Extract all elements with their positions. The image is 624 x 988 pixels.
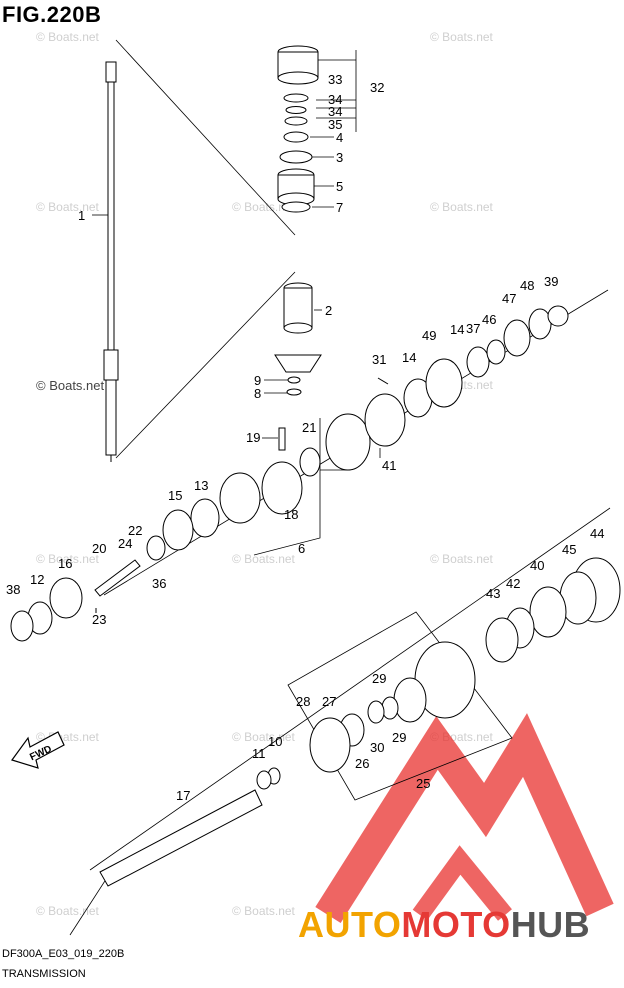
callout-23: 23 — [92, 612, 106, 627]
watermark: © Boats.net — [430, 552, 493, 566]
automotohub-logo: AUTOMOTOHUB — [298, 904, 590, 946]
figure-name: TRANSMISSION — [2, 968, 86, 980]
callout-8: 8 — [254, 386, 261, 401]
group-outlines — [69, 39, 611, 936]
callout-46: 46 — [482, 312, 496, 327]
callout-22: 22 — [128, 523, 142, 538]
callout-29b: 29 — [392, 730, 406, 745]
callout-15: 15 — [168, 488, 182, 503]
callout-12: 12 — [30, 572, 44, 587]
callout-39: 39 — [544, 274, 558, 289]
callout-47: 47 — [502, 291, 516, 306]
callout-35: 35 — [328, 117, 342, 132]
fwd-arrow-icon: FWD — [11, 731, 65, 769]
watermark: © Boats.net — [430, 200, 493, 214]
figure-code: DF300A_E03_019_220B — [2, 948, 125, 960]
callout-19: 19 — [246, 430, 260, 445]
callout-37: 37 — [466, 321, 480, 336]
callout-11: 11 — [252, 746, 266, 761]
callout-42: 42 — [506, 576, 520, 591]
callout-30: 30 — [370, 740, 384, 755]
callout-27: 27 — [322, 694, 336, 709]
callout-9: 9 — [254, 373, 261, 388]
watermark: © Boats.net — [232, 904, 295, 918]
callout-4: 4 — [336, 130, 343, 145]
callout-16: 16 — [58, 556, 72, 571]
logo-part-auto: AUTO — [298, 904, 402, 945]
watermark: © Boats.net — [36, 378, 105, 393]
sleeve-and-pinion-parts — [274, 282, 322, 396]
callout-13: 13 — [194, 478, 208, 493]
callout-32: 32 — [370, 80, 384, 95]
callout-40: 40 — [530, 558, 544, 573]
callout-14b: 14 — [450, 322, 464, 337]
watermark: © Boats.net — [232, 730, 295, 744]
watermark: © Boats.net — [232, 552, 295, 566]
callout-45: 45 — [562, 542, 576, 557]
reverse-gear-train-parts — [99, 557, 621, 887]
logo-triangle-mark — [315, 713, 614, 924]
watermark: © Boats.net — [36, 552, 99, 566]
callout-36: 36 — [152, 576, 166, 591]
watermark: © Boats.net — [430, 30, 493, 44]
callout-6: 6 — [298, 541, 305, 556]
watermark: © Boats.net — [36, 200, 99, 214]
callout-28: 28 — [296, 694, 310, 709]
callout-43: 43 — [486, 586, 500, 601]
watermark: © Boats.net — [232, 200, 295, 214]
forward-gear-train-parts — [10, 305, 569, 642]
figure-title: FIG.220B — [2, 2, 102, 27]
logo-part-hub: HUB — [510, 904, 591, 945]
callout-1: 1 — [78, 208, 85, 223]
callout-34a: 34 — [328, 92, 342, 107]
callout-33: 33 — [328, 72, 342, 87]
callout-21: 21 — [302, 420, 316, 435]
callout-41: 41 — [382, 458, 396, 473]
callout-14a: 14 — [402, 350, 416, 365]
callout-25: 25 — [416, 776, 430, 791]
callout-18: 18 — [284, 507, 298, 522]
callout-34b: 34 — [328, 104, 342, 119]
callout-10: 10 — [268, 734, 282, 749]
callout-3: 3 — [336, 150, 343, 165]
callout-26: 26 — [355, 756, 369, 771]
bearing-stack-parts — [277, 45, 319, 213]
callout-49: 49 — [422, 328, 436, 343]
callout-24: 24 — [118, 536, 132, 551]
drive-shaft-part — [103, 61, 119, 462]
callout-5: 5 — [336, 179, 343, 194]
callout-44: 44 — [590, 526, 604, 541]
callout-29a: 29 — [372, 671, 386, 686]
callout-38: 38 — [6, 582, 20, 597]
callout-17: 17 — [176, 788, 190, 803]
watermark: © Boats.net — [36, 30, 99, 44]
leader-lines — [92, 136, 381, 458]
callout-48: 48 — [520, 278, 534, 293]
callout-numbers: 1 2 3 4 5 6 7 8 9 10 11 12 13 14 14 15 1… — [6, 72, 604, 803]
logo-part-moto: MOTO — [401, 904, 511, 945]
callout-7: 7 — [336, 200, 343, 215]
callout-20: 20 — [92, 541, 106, 556]
callout-31: 31 — [372, 352, 386, 367]
callout-2: 2 — [325, 303, 332, 318]
